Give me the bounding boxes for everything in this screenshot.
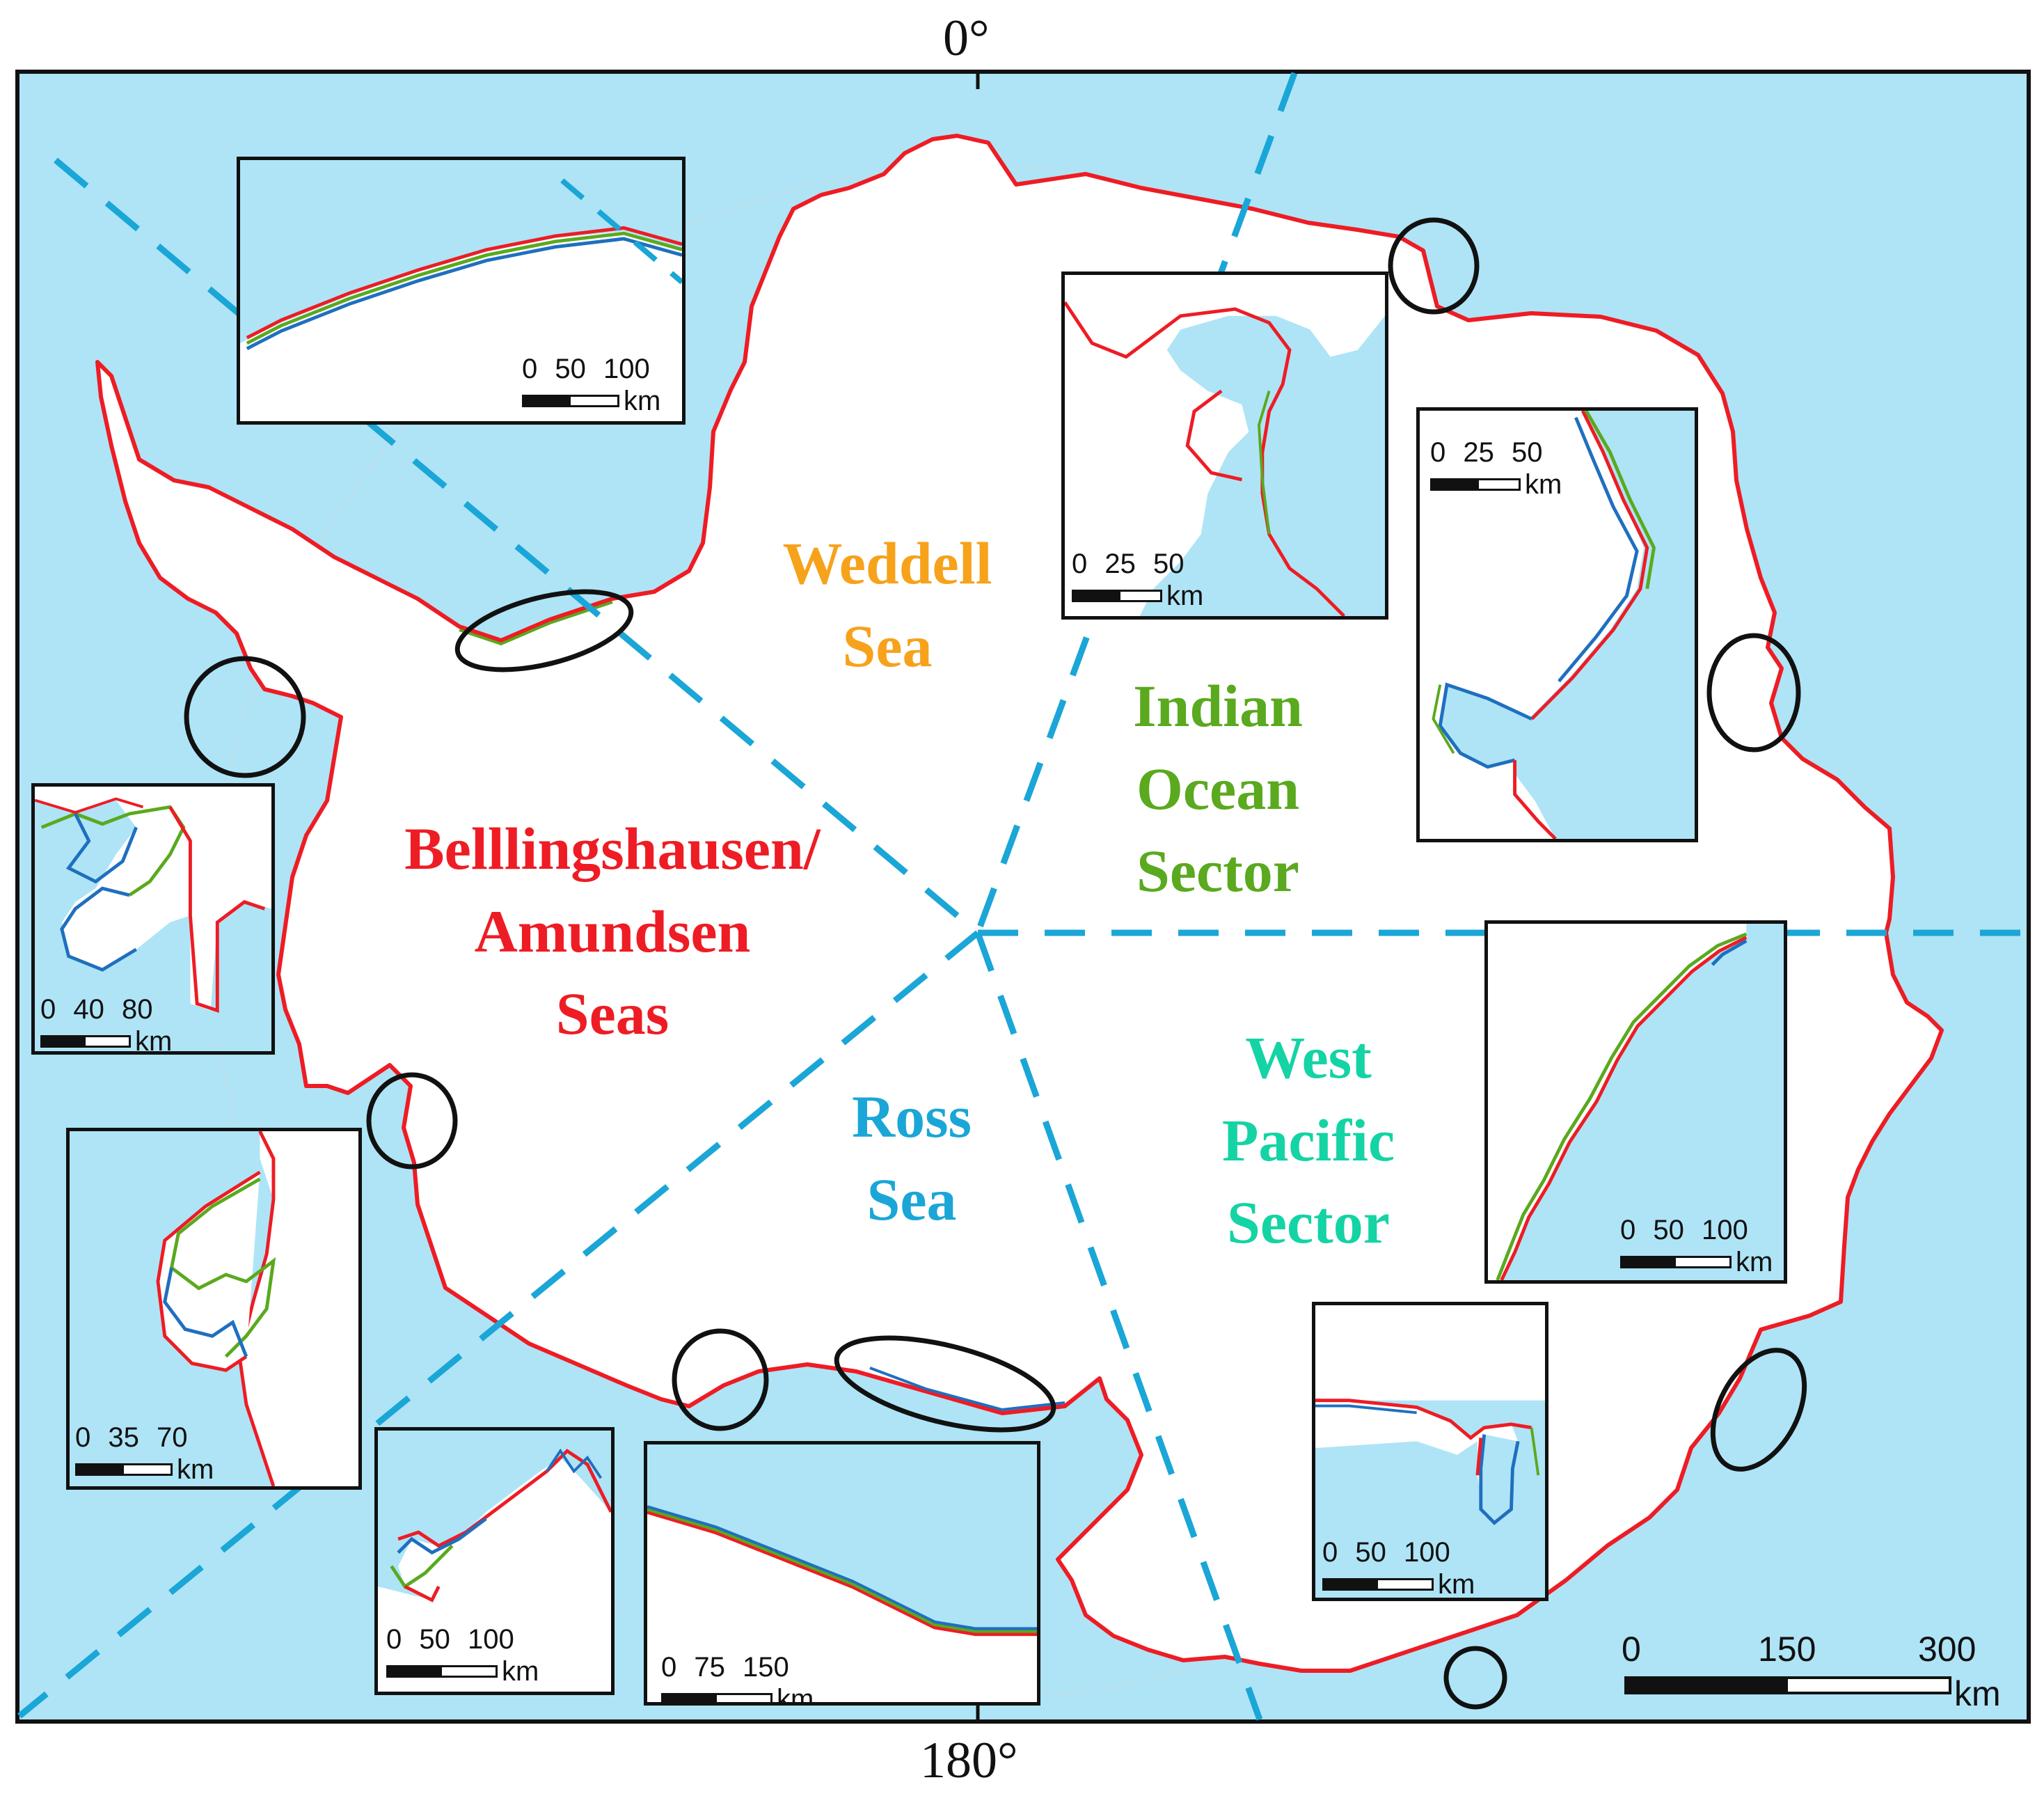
highlight-markers (184, 217, 1807, 1710)
region-line: Ocean (1136, 755, 1300, 822)
scalebar-tick-300: 300 (1918, 1630, 1976, 1669)
region-line: Seas (555, 980, 670, 1048)
scalebar-ticks: 0 50 100 (1620, 1215, 1748, 1245)
region-line: Amundsen (474, 897, 751, 965)
inset-scalebar: 0 50 100 km (522, 355, 660, 415)
scalebar-tick-0: 0 (1622, 1630, 1641, 1669)
inset-scalebar: 0 35 70 km (75, 1424, 214, 1483)
inset-peninsula-east: 0 50 100 km (237, 157, 686, 425)
highlight-marker (184, 656, 306, 778)
scalebar-ticks: 0 75 150 (661, 1652, 789, 1683)
region-weddell-sea: Weddell Sea (731, 522, 1044, 687)
divider-ross-westpacific (974, 931, 1263, 1721)
inset-indian-east: 0 25 50 km (1416, 407, 1698, 842)
highlight-marker (454, 589, 634, 672)
inset-coast-drawing (1065, 275, 1385, 616)
meridian-180-label: 180° (920, 1732, 1018, 1789)
scalebar-unit: km (135, 1026, 173, 1055)
inset-coast-drawing (647, 1444, 1037, 1702)
scalebar-tick-150: 150 (1758, 1630, 1816, 1669)
region-indian-ocean-sector: Indian Ocean Sector (1058, 665, 1378, 913)
inset-west-pacific-east: 0 50 100 km (1484, 920, 1787, 1284)
coastline-blue-hint (869, 1367, 1065, 1412)
region-bellingshausen-amundsen-seas: Belllingshausen/ Amundsen Seas (334, 808, 891, 1055)
inset-coast-drawing (1488, 924, 1784, 1280)
scalebar-unit: km (502, 1656, 539, 1687)
scalebar-unit: km (1525, 469, 1562, 500)
scalebar-unit: km (177, 1454, 214, 1485)
region-line: Ross (851, 1083, 972, 1150)
inset-scalebar: 0 25 50 km (1430, 439, 1562, 498)
scalebar-ticks: 0 50 100 (1322, 1537, 1450, 1568)
divider-weddell-indian (974, 72, 1298, 934)
scalebar-ticks: 0 40 80 (40, 994, 153, 1025)
region-line: Sea (842, 612, 933, 679)
highlight-marker (1388, 217, 1480, 315)
region-line: West (1245, 1024, 1372, 1091)
highlight-marker (672, 1328, 769, 1431)
region-line: Pacific (1221, 1106, 1395, 1174)
scalebar-ticks: 0 50 100 (386, 1624, 514, 1655)
inset-scalebar: 0 50 100 km (1322, 1538, 1475, 1598)
highlight-marker (1706, 633, 1801, 753)
scalebar-ticks: 0 25 50 (1072, 549, 1185, 579)
scalebar-unit: km (1736, 1247, 1773, 1277)
inset-coast-drawing (240, 160, 682, 421)
inset-ross-west: 0 50 100 km (374, 1427, 615, 1695)
scalebar-unit: km (1438, 1569, 1475, 1600)
divider-bellingshausen-ross (17, 930, 980, 1719)
meridian-0-label: 0° (943, 10, 990, 67)
inset-scalebar: 0 25 50 km (1072, 550, 1203, 610)
inset-scalebar: 0 50 100 km (386, 1625, 539, 1685)
inset-coast-drawing (378, 1431, 611, 1692)
scalebar-ticks: 0 35 70 (75, 1422, 188, 1453)
scalebar-unit: km (1954, 1674, 2001, 1713)
inset-amundsen-south: 0 35 70 km (66, 1128, 362, 1490)
inset-coast-drawing (1315, 1305, 1545, 1598)
inset-scalebar: 0 50 100 km (1620, 1216, 1773, 1276)
inset-coast-drawing (70, 1131, 358, 1486)
highlight-marker (1710, 1348, 1807, 1472)
inset-scalebar: 0 75 150 km (661, 1652, 814, 1706)
inset-weddell-east: 0 25 50 km (1061, 271, 1388, 620)
region-line: Indian (1133, 672, 1303, 739)
scalebar-unit: km (624, 386, 661, 416)
region-line: Sector (1227, 1189, 1390, 1257)
highlight-marker (834, 1335, 1056, 1433)
region-line: Weddell (782, 530, 992, 597)
sector-dividers (17, 72, 2027, 1721)
inset-scalebar: 0 40 80 km (40, 994, 173, 1055)
scalebar-unit: km (777, 1684, 814, 1706)
region-line: Sea (866, 1165, 957, 1233)
inset-coast-drawing (1420, 411, 1695, 839)
region-line: Belllingshausen/ (404, 815, 821, 882)
inset-coast-drawing (35, 787, 271, 1051)
divider-weddell-bellingshausen (54, 157, 980, 936)
scalebar-bar (1624, 1676, 1951, 1694)
scalebar-ticks: 0 25 50 (1430, 437, 1543, 468)
region-west-pacific-sector: West Pacific Sector (1148, 1016, 1468, 1264)
region-line: Sector (1136, 837, 1299, 905)
coastline-green-hint (459, 601, 613, 646)
scalebar-ticks: 0 50 100 (522, 354, 650, 384)
highlight-marker (1443, 1646, 1507, 1710)
highlight-marker (366, 1072, 458, 1170)
region-ross-sea: Ross Sea (773, 1076, 1051, 1241)
inset-bellingshausen-north: 0 40 80 km (31, 783, 275, 1055)
inset-ross-shelf: 0 75 150 km (644, 1441, 1040, 1706)
scalebar-unit: km (1166, 581, 1204, 611)
inset-wilkes-south: 0 50 100 km (1312, 1302, 1548, 1601)
